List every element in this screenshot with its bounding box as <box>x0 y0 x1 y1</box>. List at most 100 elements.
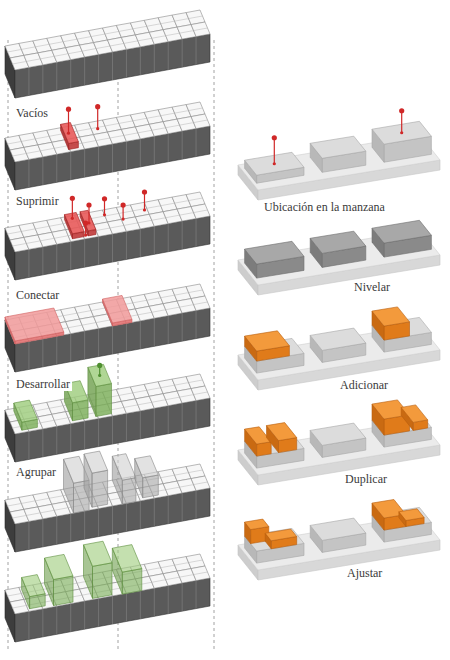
facade-line <box>98 237 99 265</box>
roof-ridge <box>8 503 22 506</box>
pin-head <box>102 196 107 201</box>
facade-line <box>70 514 71 542</box>
facade-line <box>112 506 113 534</box>
roof-ridge <box>40 238 54 241</box>
removed-volume-top <box>80 210 96 231</box>
step-label: Duplicar <box>343 472 389 486</box>
roof-ridge <box>147 206 161 209</box>
roof-ridge <box>124 41 138 44</box>
roof-ridge <box>26 241 40 244</box>
pin-line <box>144 192 145 210</box>
facade-line <box>56 426 57 454</box>
developed-volume-front <box>96 384 112 417</box>
facade-line <box>42 609 43 637</box>
roof-ridge <box>124 223 138 226</box>
roof-ridge <box>96 138 110 141</box>
building-volume-top <box>310 328 366 350</box>
pin-head <box>97 363 102 368</box>
step-label: Conectar <box>14 288 61 302</box>
roof-ridge <box>133 26 147 29</box>
block-front-face <box>15 126 210 190</box>
roof-ridge <box>96 46 110 49</box>
pin-line <box>88 205 89 223</box>
block-front-face <box>15 578 210 642</box>
connected-area-top <box>5 308 64 341</box>
roof-ridge <box>152 218 166 221</box>
roof-ridge <box>8 141 22 144</box>
facade-line <box>126 231 127 259</box>
roof-ridge <box>166 397 180 400</box>
leveled-volume-top <box>310 231 366 253</box>
facade-line <box>42 429 43 457</box>
facade-line <box>182 221 183 249</box>
step-label: Agrupar <box>14 465 58 479</box>
facade-line <box>98 55 99 83</box>
roof-ridge <box>194 572 208 575</box>
roof-ridge <box>54 146 68 149</box>
facade-line <box>56 154 57 182</box>
facade-line <box>196 581 197 609</box>
facade-line <box>56 244 57 272</box>
pin-line <box>274 138 275 164</box>
roof-ridge <box>110 135 124 138</box>
facade-line <box>168 316 169 344</box>
roof-ridge <box>161 21 175 24</box>
facade-line <box>196 37 197 65</box>
roof-ridge <box>77 37 91 40</box>
facade-line <box>28 159 29 187</box>
final-volume-front <box>93 563 113 599</box>
roof-ridge <box>35 226 49 229</box>
roof-ridge <box>49 42 63 45</box>
facade-line <box>126 323 127 351</box>
roof-ridge <box>166 577 180 580</box>
roof-ridge <box>161 113 175 116</box>
facade-line <box>168 134 169 162</box>
roof-ridge <box>194 28 208 31</box>
roof-ridge <box>8 49 22 52</box>
roof-ridge <box>161 203 175 206</box>
facade-line <box>196 401 197 429</box>
pin-base <box>98 374 101 377</box>
roof-ridge <box>175 201 189 204</box>
roof-ridge <box>13 153 27 156</box>
facade-line <box>84 601 85 629</box>
facade-line <box>140 229 141 257</box>
roof-ridge <box>147 388 161 391</box>
facade-line <box>28 521 29 549</box>
roof-ridge <box>26 513 40 516</box>
facade-line <box>70 242 71 270</box>
developed-volume-top <box>14 400 38 422</box>
facade-line <box>84 239 85 267</box>
roof-ridge <box>189 198 203 201</box>
leveled-volume-top <box>372 220 431 243</box>
roof-ridge <box>133 208 147 211</box>
facade-line <box>112 416 113 444</box>
adjusted-volume-top <box>245 519 269 530</box>
roof-ridge <box>138 220 152 223</box>
building-volume-top <box>310 423 366 445</box>
pin-head <box>95 104 100 109</box>
roof-ridge <box>189 470 203 473</box>
roof-ridge <box>152 36 166 39</box>
facade-line <box>56 62 57 90</box>
facade-line <box>56 336 57 364</box>
pin-base <box>67 132 70 135</box>
roof-ridge <box>180 485 194 488</box>
roof-ridge <box>161 565 175 568</box>
roof-cell <box>191 204 210 219</box>
facade-line <box>140 47 141 75</box>
grouped-volume-top <box>135 456 159 478</box>
facade-line <box>182 403 183 431</box>
facade-line <box>84 511 85 539</box>
facade-line <box>42 519 43 547</box>
facade-line <box>98 509 99 537</box>
facade-line <box>126 49 127 77</box>
roof-ridge <box>13 605 27 608</box>
roof-ridge <box>119 29 133 32</box>
final-volume-front <box>54 576 74 606</box>
block-front-face <box>15 398 210 462</box>
roof-ridge <box>166 33 180 36</box>
facade-line <box>168 496 169 524</box>
facade-line <box>70 424 71 452</box>
facade-line <box>154 136 155 164</box>
